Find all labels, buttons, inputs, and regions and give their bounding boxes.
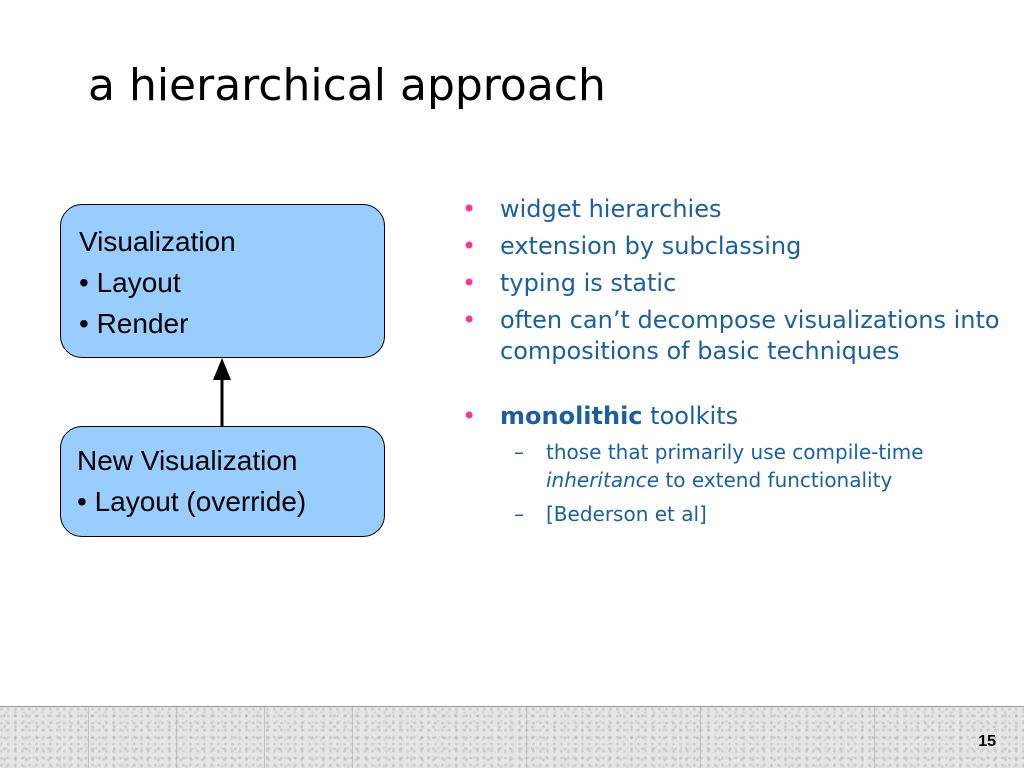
- slide-title: a hierarchical approach: [88, 60, 606, 111]
- visualization-box-item-layout: • Layout: [79, 267, 181, 298]
- bullet-item: • typing is static: [462, 268, 1002, 299]
- footer-divider: [176, 707, 177, 768]
- visualization-box-item-render: • Render: [79, 308, 189, 339]
- slide-footer: 15: [0, 706, 1024, 768]
- footer-divider: [264, 707, 265, 768]
- bullet-item: • often can’t decompose visualizations i…: [462, 305, 1002, 367]
- bullet-item: • monolithic toolkits – those that prima…: [462, 401, 1002, 528]
- new-visualization-box-item-layout-override: • Layout (override): [77, 486, 307, 517]
- bullet-marker: •: [462, 306, 477, 334]
- sub-bullet-list: – those that primarily use compile-time …: [500, 438, 1002, 528]
- new-visualization-box: New Visualization • Layout (override): [60, 426, 385, 537]
- sub-bullet-marker: –: [514, 440, 524, 464]
- bullet-text: extension by subclassing: [500, 232, 802, 260]
- footer-divider: [352, 707, 353, 768]
- bullet-item: • widget hierarchies: [462, 194, 1002, 225]
- sub-bullet-text-italic: inheritance: [546, 468, 660, 492]
- footer-divider: [874, 707, 875, 768]
- bullet-marker: •: [462, 402, 477, 430]
- bullet-text: widget hierarchies: [500, 195, 722, 223]
- bullet-marker: •: [462, 195, 477, 223]
- bullet-text-bold: monolithic: [500, 402, 643, 430]
- sub-bullet-text: [Bederson et al]: [546, 502, 707, 526]
- sub-bullet-text: to extend functionality: [659, 468, 893, 492]
- footer-divider: [700, 707, 701, 768]
- sub-bullet-text: those that primarily use compile-time: [546, 440, 924, 464]
- bullet-marker: •: [462, 269, 477, 297]
- bullet-text: typing is static: [500, 269, 677, 297]
- footer-divider: [526, 707, 527, 768]
- bullet-marker: •: [462, 232, 477, 260]
- bullet-text: often can’t decompose visualizations int…: [500, 306, 1000, 365]
- page-number: 15: [978, 733, 996, 750]
- visualization-box-title: Visualization: [79, 226, 236, 257]
- bullet-item: • extension by subclassing: [462, 231, 1002, 262]
- visualization-box: Visualization • Layout • Render: [60, 204, 385, 358]
- new-visualization-box-title: New Visualization: [77, 445, 298, 476]
- sub-bullet-item: – those that primarily use compile-time …: [500, 438, 1002, 494]
- bullet-list: • widget hierarchies • extension by subc…: [462, 194, 1002, 534]
- sub-bullet-marker: –: [514, 502, 524, 526]
- sub-bullet-item: – [Bederson et al]: [500, 500, 1002, 528]
- bullet-text: toolkits: [642, 402, 739, 430]
- footer-divider: [88, 707, 89, 768]
